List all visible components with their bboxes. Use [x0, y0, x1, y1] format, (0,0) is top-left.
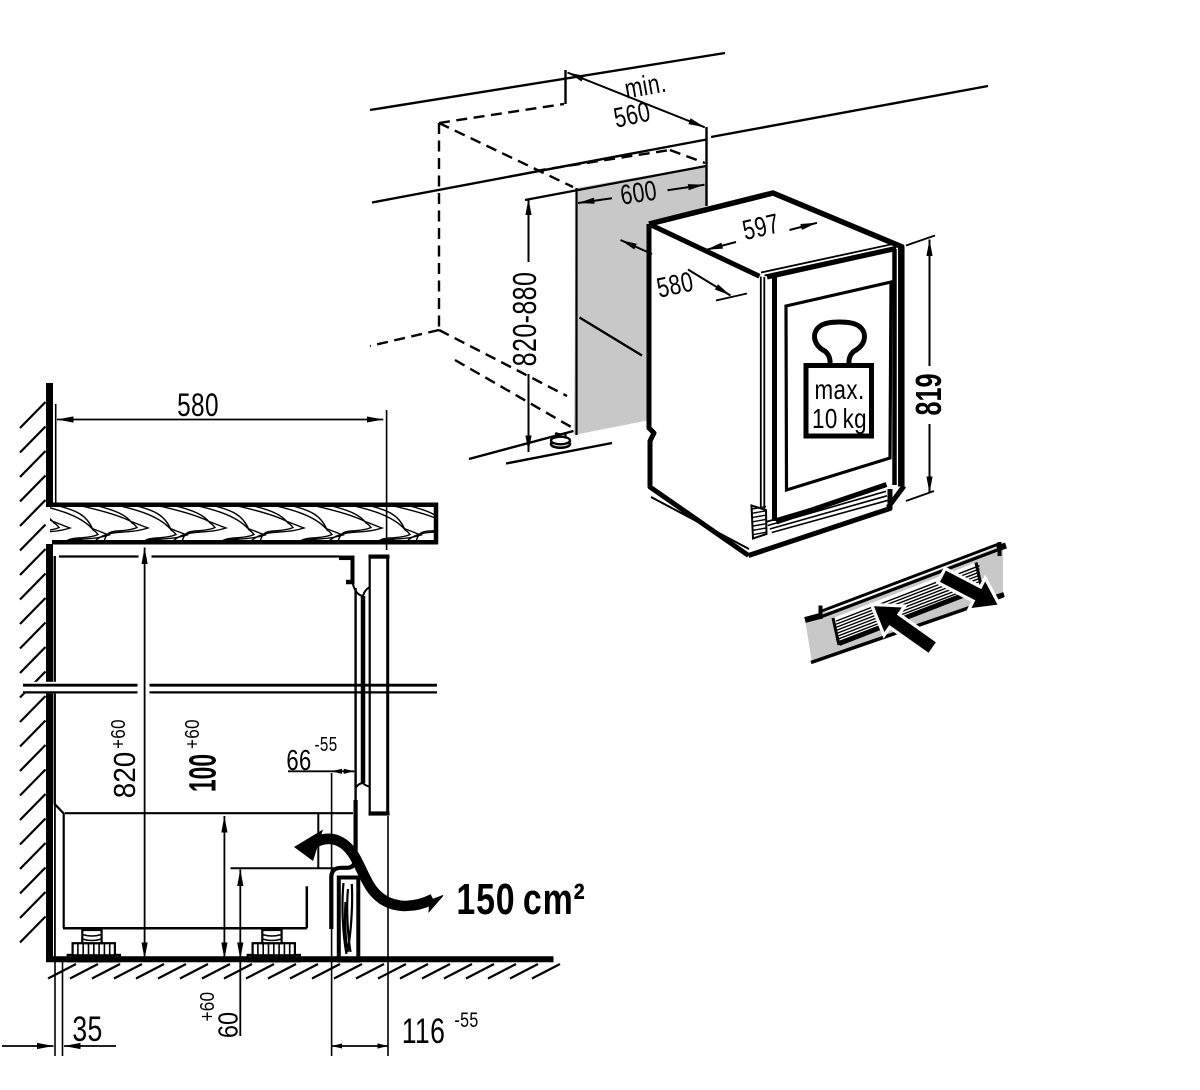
svg-text:150 cm²: 150 cm² — [456, 876, 585, 924]
svg-text:-55: -55 — [314, 733, 337, 756]
svg-text:100: 100 — [182, 754, 224, 792]
svg-text:820: 820 — [108, 752, 143, 799]
svg-text:580: 580 — [177, 388, 219, 424]
svg-text:820-880: 820-880 — [507, 272, 544, 367]
svg-text:66: 66 — [286, 745, 311, 777]
svg-text:819: 819 — [908, 373, 949, 415]
svg-text:min.: min. — [622, 67, 669, 105]
svg-text:10 kg: 10 kg — [812, 404, 867, 435]
svg-text:max.: max. — [814, 375, 864, 406]
svg-text:+60: +60 — [196, 991, 219, 1021]
svg-text:60: 60 — [214, 1012, 244, 1038]
svg-text:560: 560 — [611, 96, 653, 134]
svg-text:580: 580 — [654, 266, 696, 304]
svg-text:600: 600 — [618, 175, 659, 212]
svg-text:35: 35 — [72, 1009, 102, 1048]
svg-text:+60: +60 — [181, 719, 204, 749]
svg-text:+60: +60 — [107, 719, 130, 749]
svg-text:-55: -55 — [454, 1008, 478, 1032]
svg-text:116: 116 — [402, 1011, 446, 1050]
